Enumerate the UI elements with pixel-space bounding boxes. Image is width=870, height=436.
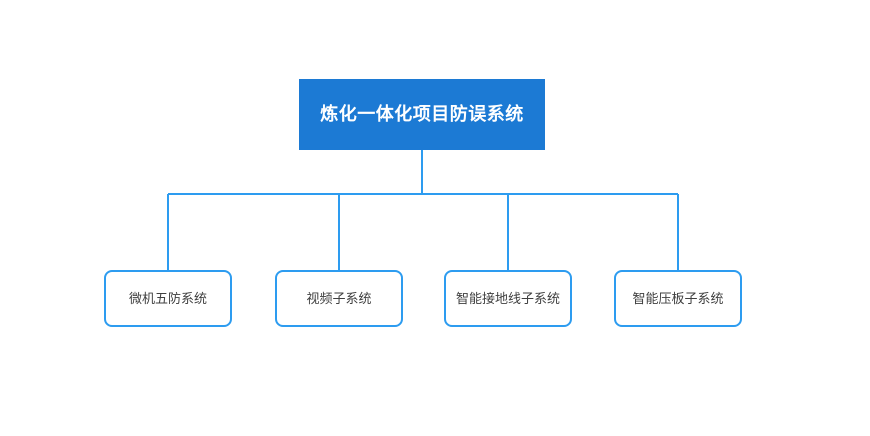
node-child-label: 微机五防系统 [128,290,207,306]
node-root-label: 炼化一体化项目防误系统 [320,103,524,124]
node-child-weiji-wufang[interactable]: 微机五防系统 [104,270,232,327]
node-child-zhineng-jiedixian[interactable]: 智能接地线子系统 [444,270,572,327]
node-child-label: 视频子系统 [306,290,372,306]
node-child-shipin[interactable]: 视频子系统 [275,270,403,327]
node-root-system[interactable]: 炼化一体化项目防误系统 [299,79,545,150]
node-child-label: 智能接地线子系统 [455,290,560,306]
node-child-zhineng-yaban[interactable]: 智能压板子系统 [614,270,742,327]
node-child-label: 智能压板子系统 [632,290,724,306]
